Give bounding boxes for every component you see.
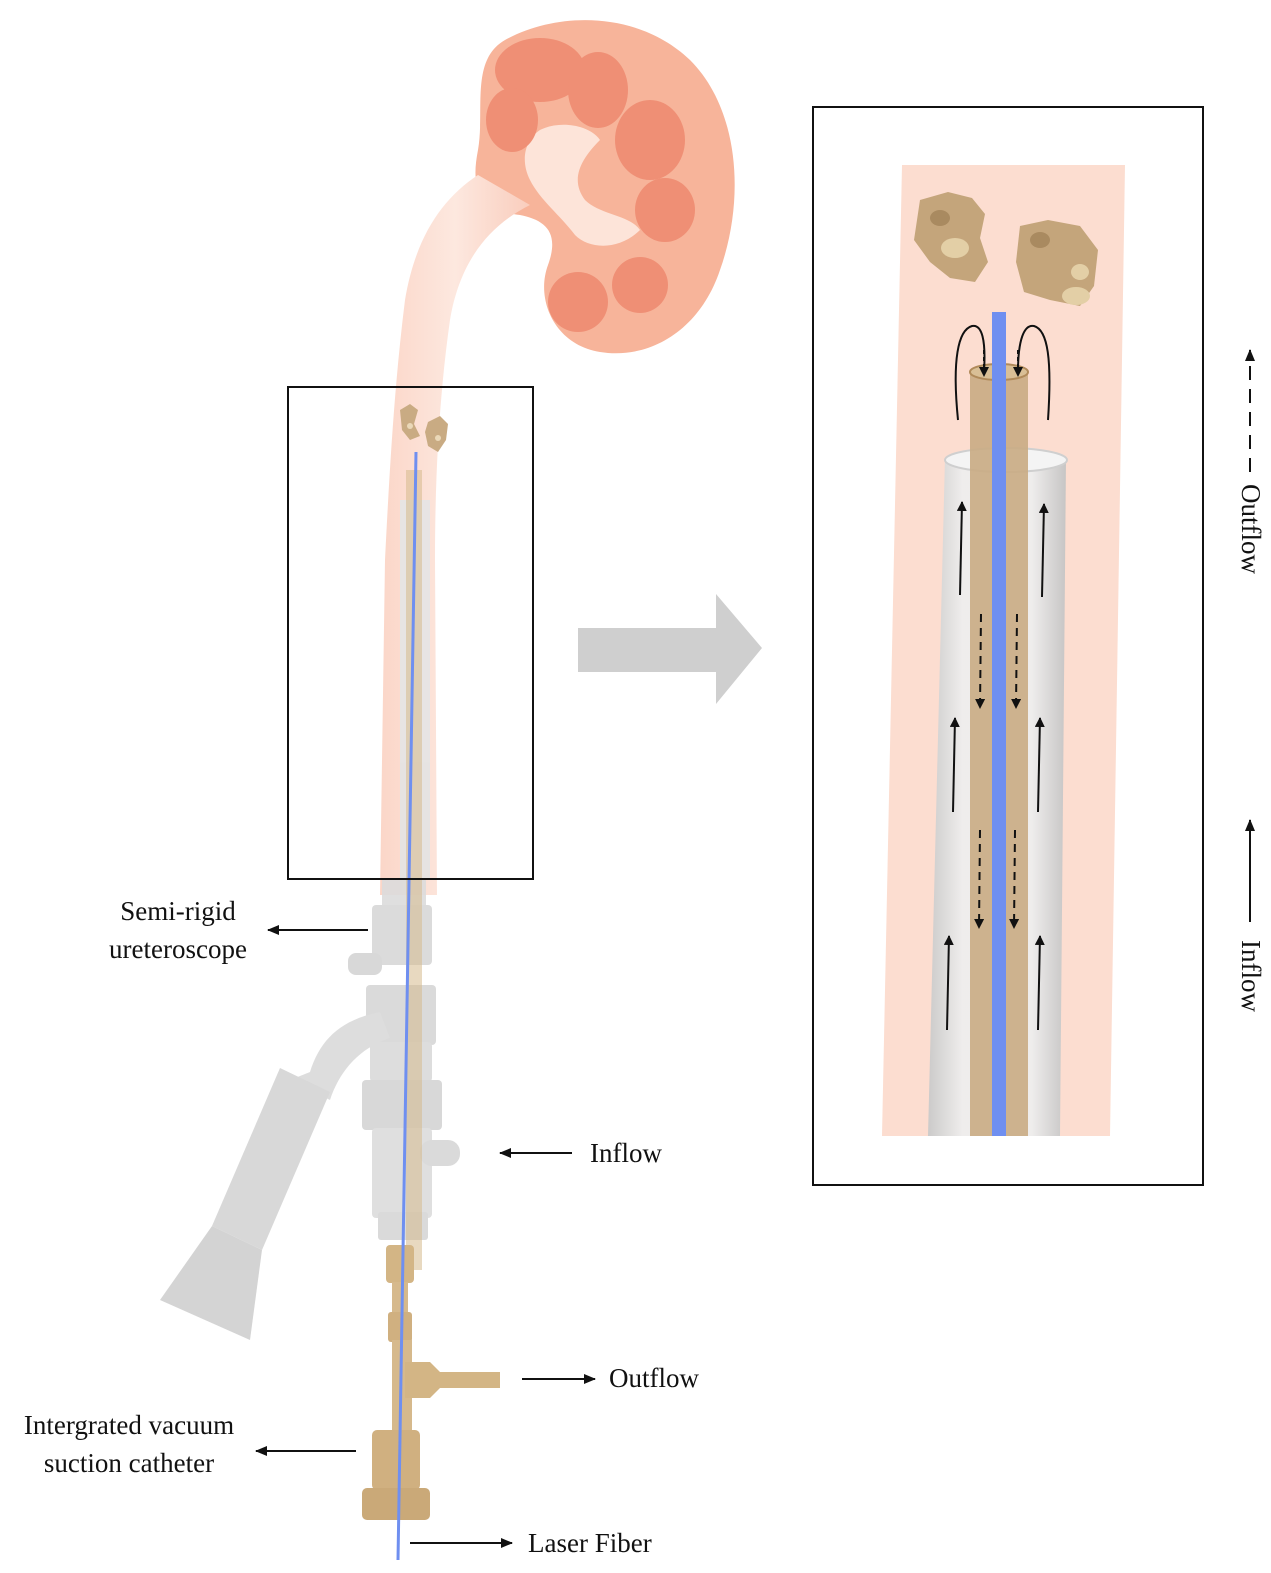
label-catheter: Intergrated vacuum suction catheter <box>4 1406 254 1482</box>
label-inflow: Inflow <box>590 1134 662 1172</box>
label-catheter-line2: suction catheter <box>4 1444 254 1482</box>
label-outflow: Outflow <box>609 1359 699 1397</box>
inset-label-outflow: Outflow <box>1235 484 1266 574</box>
inset-panel <box>813 107 1203 1185</box>
big-right-arrow-icon <box>578 594 762 704</box>
label-catheter-line1: Intergrated vacuum <box>4 1406 254 1444</box>
inset-label-inflow: Inflow <box>1235 940 1266 1012</box>
label-laser-fiber: Laser Fiber <box>528 1524 652 1562</box>
label-semi-rigid-line2: ureteroscope <box>90 930 266 968</box>
label-semi-rigid: Semi-rigid ureteroscope <box>90 892 266 968</box>
label-semi-rigid-line1: Semi-rigid <box>90 892 266 930</box>
kidney-icon <box>475 20 734 353</box>
